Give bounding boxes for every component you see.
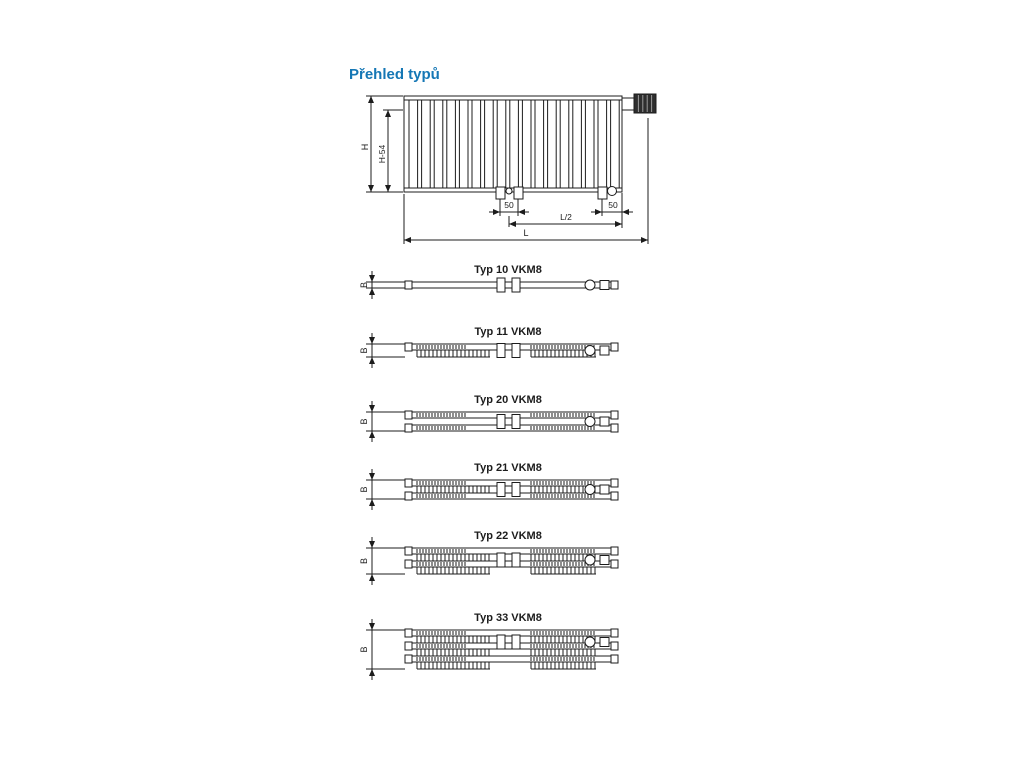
dim-label-l: L (523, 228, 528, 238)
dim-label-b: B (359, 418, 369, 424)
dim-label-h: H (360, 144, 370, 151)
dim-label-b: B (359, 347, 369, 353)
section-label: Typ 11 VKM8 (474, 326, 541, 338)
front-view: H H-54 50 50L/2L (360, 93, 657, 244)
section-label: Typ 21 VKM8 (474, 462, 542, 474)
dim-label-50-right: 50 (608, 200, 618, 210)
dim-label-b: B (359, 282, 369, 288)
dim-label-b: B (359, 558, 369, 564)
dim-label-h54: H-54 (377, 145, 387, 164)
dim-label-b: B (359, 486, 369, 492)
dim-label-l2: L/2 (560, 212, 572, 222)
dim-label-50-left: 50 (504, 200, 514, 210)
section-label: Typ 10 VKM8 (474, 264, 542, 276)
page-title: Přehled typů (349, 66, 440, 83)
section-label: Typ 20 VKM8 (474, 394, 542, 406)
section-label: Typ 33 VKM8 (474, 612, 542, 624)
dim-label-b: B (359, 646, 369, 652)
valve-knob (621, 93, 657, 114)
section-label: Typ 22 VKM8 (474, 530, 542, 542)
